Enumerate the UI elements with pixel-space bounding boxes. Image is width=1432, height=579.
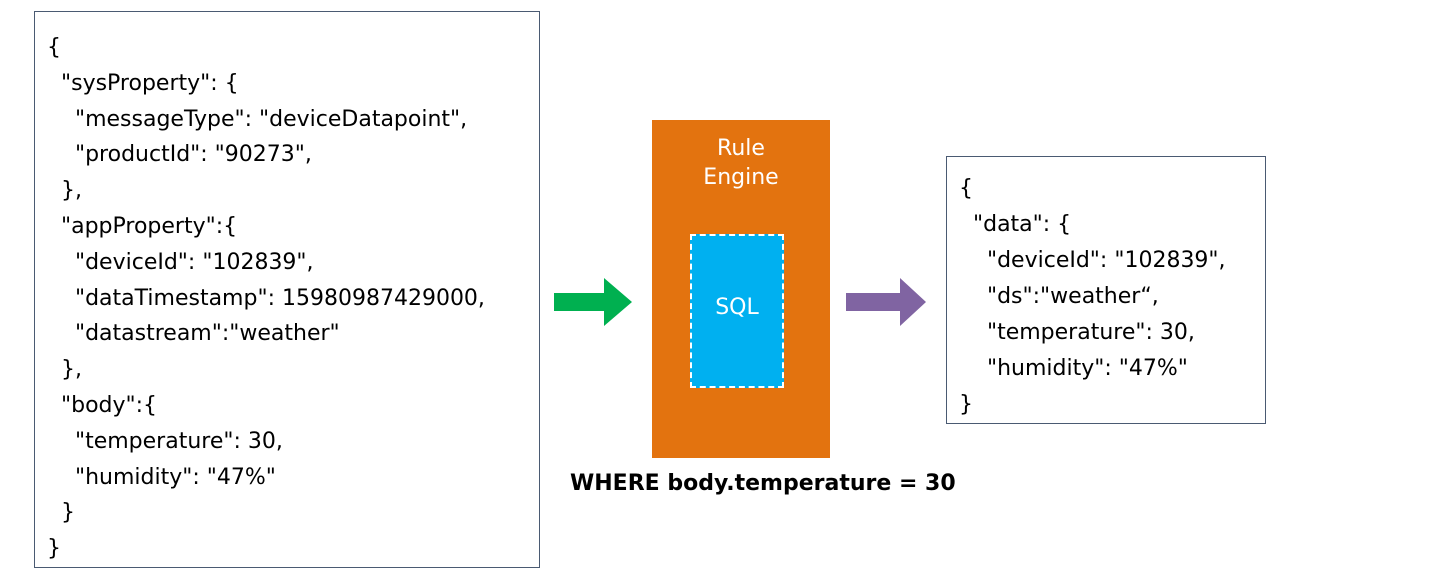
input-json-line: "temperature": 30,: [47, 428, 283, 454]
input-json-line: "body":{: [47, 392, 158, 418]
input-json-line: "sysProperty": {: [47, 70, 239, 96]
sql-label: SQL: [715, 295, 759, 320]
input-json-line: "appProperty":{: [47, 213, 238, 239]
input-json-line: "productId": "90273",: [47, 142, 312, 168]
output-arrow-icon: [846, 278, 926, 326]
output-json-line: "data": {: [959, 212, 1072, 237]
rule-engine-title-line2: Engine: [703, 165, 779, 190]
where-clause: WHERE body.temperature = 30: [570, 471, 956, 496]
output-json-box: { "data": { "deviceId": "102839", "ds":"…: [946, 156, 1266, 424]
input-json-line: "humidity": "47%": [47, 464, 276, 490]
rule-engine-block: Rule Engine SQL: [652, 120, 830, 458]
output-json-line: {: [959, 176, 973, 201]
output-json-line: "ds":"weather“,: [959, 284, 1159, 309]
output-json-line: "temperature": 30,: [959, 320, 1195, 345]
input-arrow-icon: [554, 278, 632, 326]
rule-engine-title: Rule Engine: [652, 134, 830, 192]
input-json-line: {: [47, 35, 61, 60]
input-json-line: },: [47, 357, 82, 383]
sql-box: SQL: [690, 234, 784, 388]
input-json-box: { "sysProperty": { "messageType": "devic…: [34, 11, 540, 568]
output-json-line: }: [959, 392, 973, 417]
input-json-line: "deviceId": "102839",: [47, 249, 314, 275]
output-arrow-shape: [846, 278, 926, 326]
input-json-line: }: [47, 536, 61, 562]
input-json-line: "messageType": "deviceDatapoint",: [47, 106, 468, 132]
input-json-line: "datastream":"weather": [47, 321, 340, 347]
output-json-line: "deviceId": "102839",: [959, 248, 1226, 273]
rule-engine-title-line1: Rule: [717, 136, 765, 161]
input-json-line: },: [47, 178, 82, 204]
input-arrow-shape: [554, 278, 632, 326]
output-json-line: "humidity": "47%": [959, 356, 1188, 381]
input-json-line: }: [47, 500, 75, 526]
input-json-line: "dataTimestamp": 15980987429000,: [47, 285, 485, 311]
